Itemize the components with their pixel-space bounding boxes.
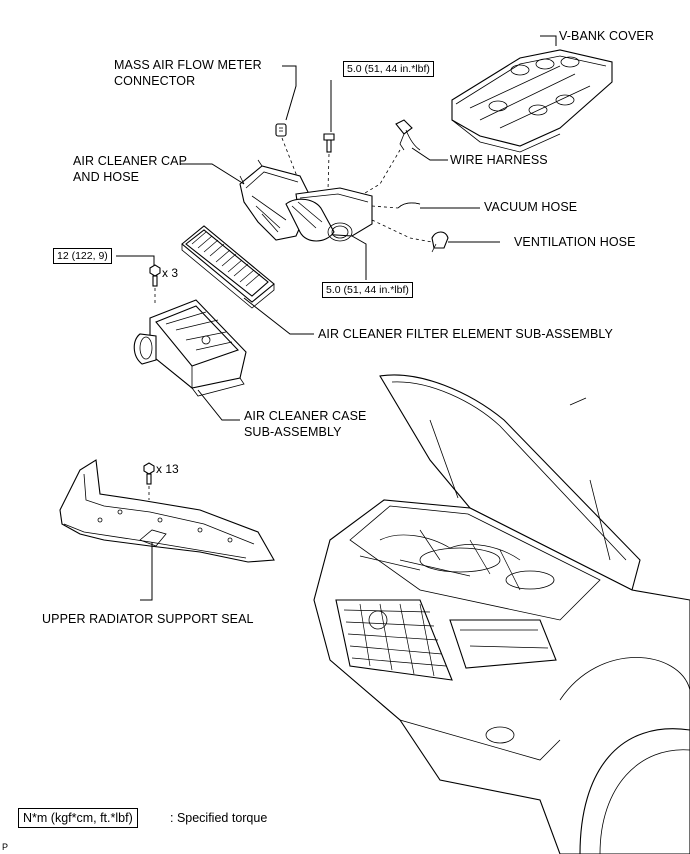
- air-cleaner-case-drawing: [133, 299, 247, 397]
- page-code: P: [2, 842, 9, 852]
- vacuum-hose-drawing: [397, 202, 421, 209]
- legend-torque-text: : Specified torque: [170, 811, 268, 825]
- label-air-cleaner-case-line2: SUB-ASSEMBLY: [244, 425, 342, 439]
- label-air-cleaner-case-line1: AIR CLEANER CASE: [244, 409, 367, 423]
- v-bank-cover-drawing: [451, 49, 613, 153]
- filter-element-drawing: [181, 225, 275, 309]
- label-upper-radiator-support-seal: UPPER RADIATOR SUPPORT SEAL: [42, 612, 254, 626]
- label-v-bank-cover: V-BANK COVER: [559, 29, 654, 43]
- label-filter-element: AIR CLEANER FILTER ELEMENT SUB-ASSEMBLY: [318, 327, 613, 341]
- torque-box-clamp: 5.0 (51, 44 in.*lbf): [322, 282, 413, 298]
- vehicle-drawing: [313, 374, 690, 854]
- seal-clip-drawing: [143, 462, 155, 485]
- top-bolt-drawing: [323, 133, 335, 153]
- label-maf-connector-line2: CONNECTOR: [114, 74, 196, 88]
- quantity-case-bolts: x 3: [162, 266, 179, 280]
- air-cleaner-cap-drawing: [239, 159, 373, 242]
- case-bolt-drawing: [149, 264, 161, 287]
- label-air-cleaner-cap-line2: AND HOSE: [73, 170, 140, 184]
- label-wire-harness: WIRE HARNESS: [450, 153, 548, 167]
- torque-box-case-bolt: 12 (122, 9): [53, 248, 112, 264]
- label-vacuum-hose: VACUUM HOSE: [484, 200, 578, 214]
- label-air-cleaner-cap-line1: AIR CLEANER CAP: [73, 154, 188, 168]
- ventilation-hose-drawing: [431, 231, 449, 253]
- legend-torque-box: N*m (kgf*cm, ft.*lbf): [18, 808, 138, 828]
- quantity-seal-clips: x 13: [156, 462, 179, 476]
- wire-harness-drawing: [395, 119, 421, 151]
- torque-box-top-bolt: 5.0 (51, 44 in.*lbf): [343, 61, 434, 77]
- maf-connector-drawing: [275, 123, 287, 137]
- label-ventilation-hose: VENTILATION HOSE: [514, 235, 636, 249]
- upper-radiator-support-seal-drawing: [59, 459, 275, 563]
- label-maf-connector-line1: MASS AIR FLOW METER: [114, 58, 262, 72]
